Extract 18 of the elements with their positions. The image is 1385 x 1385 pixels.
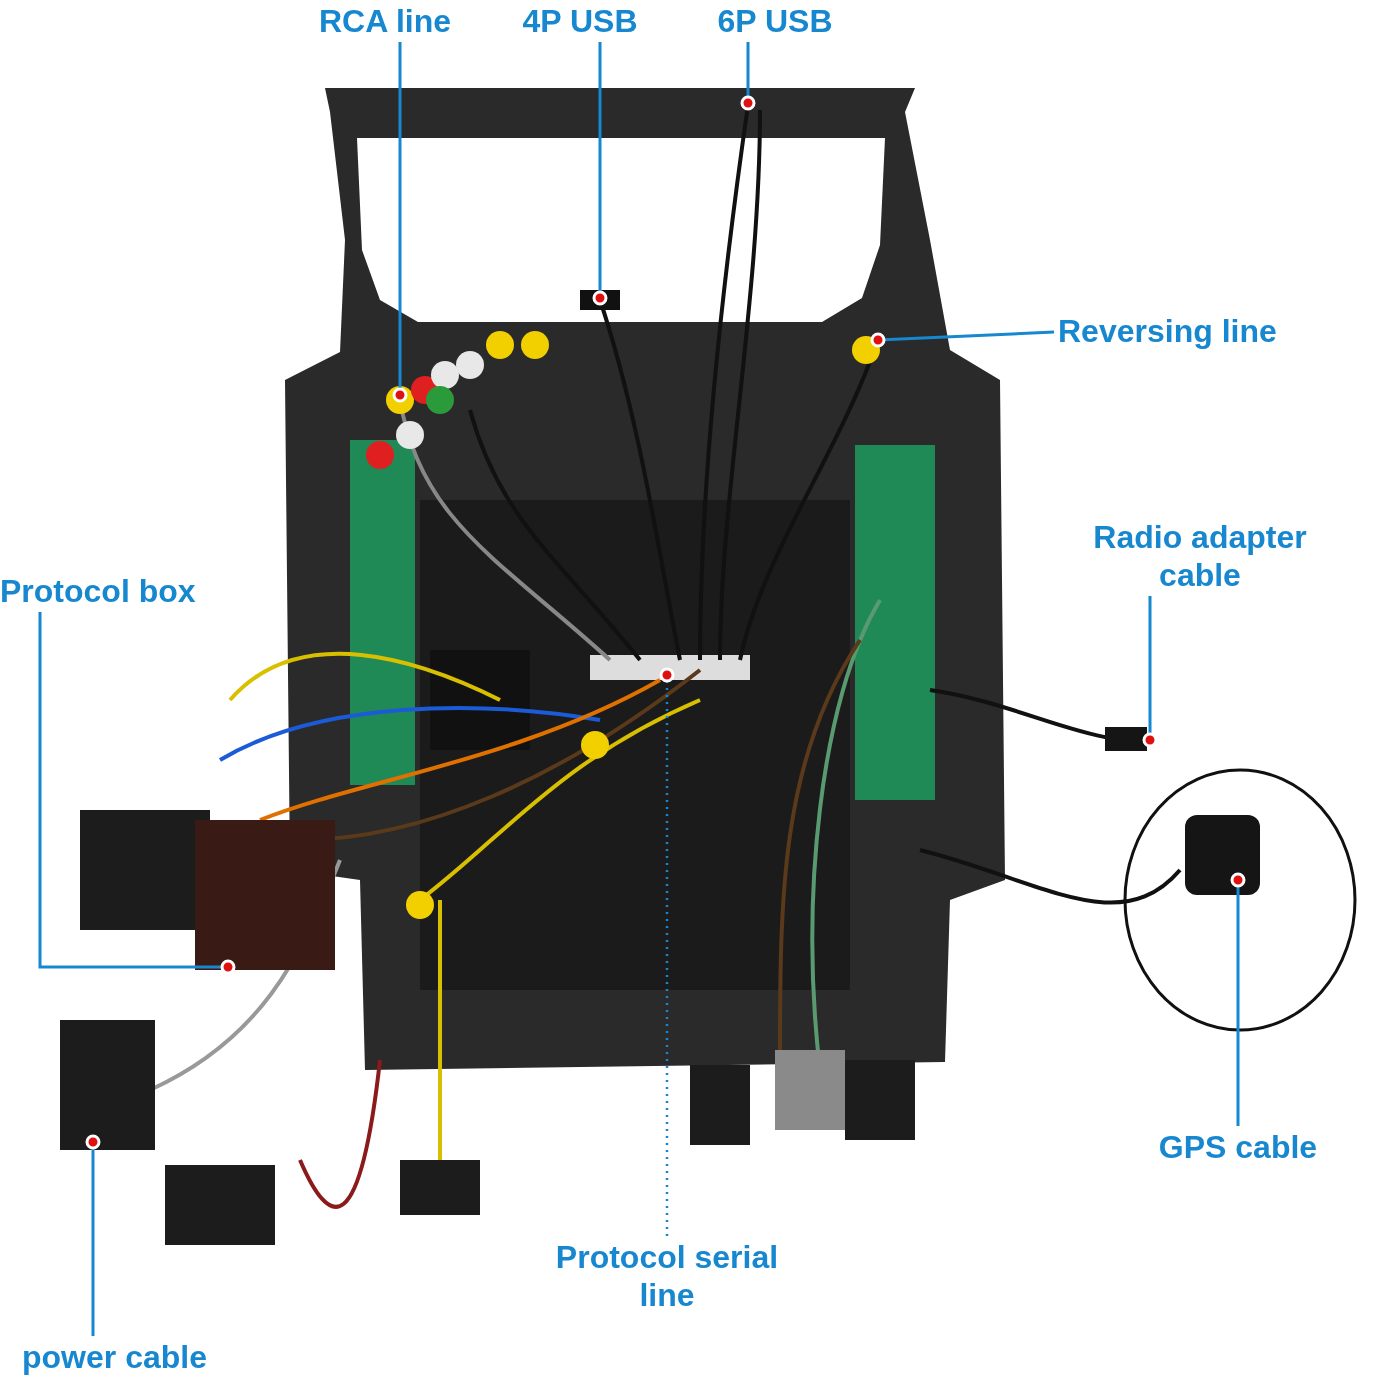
leader-line bbox=[870, 330, 1055, 348]
callout-label: Reversing line bbox=[1058, 312, 1277, 350]
callout-label: 6P USB bbox=[717, 2, 833, 40]
leader-line bbox=[85, 1134, 101, 1336]
callout-label: Protocol box bbox=[0, 572, 196, 610]
callout-label: Radio adapter cable bbox=[1075, 518, 1325, 594]
leader-line bbox=[1230, 872, 1246, 1126]
callout-label: power cable bbox=[22, 1338, 207, 1376]
callout-label: GPS cable bbox=[1158, 1128, 1318, 1166]
leader-line bbox=[592, 42, 608, 306]
leader-line bbox=[38, 612, 236, 975]
leader-line bbox=[740, 42, 756, 111]
callout-label: RCA line bbox=[318, 2, 452, 40]
callout-label: Protocol serial line bbox=[542, 1238, 792, 1314]
callout-label: 4P USB bbox=[522, 2, 638, 40]
leader-line bbox=[659, 667, 675, 1236]
leader-line bbox=[1142, 596, 1158, 748]
leader-line bbox=[392, 42, 408, 403]
